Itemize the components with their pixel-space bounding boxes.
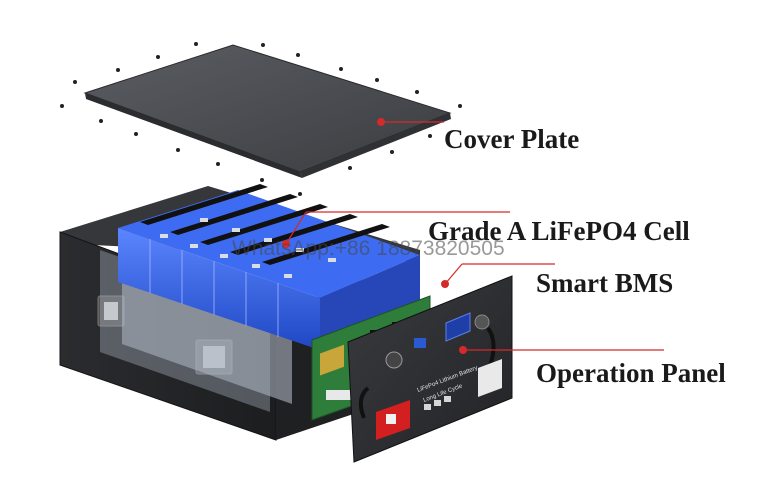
label-operation-panel: Operation Panel — [536, 358, 726, 388]
left-handle — [97, 295, 125, 327]
watermark-text: WhatsApp:+86 18873820505 — [232, 237, 505, 260]
ethernet-ports — [424, 396, 451, 410]
switch-icon — [414, 338, 426, 348]
cover-screws — [60, 42, 462, 196]
label-smart-bms: Smart BMS — [536, 268, 674, 298]
power-button-icon — [474, 314, 490, 330]
lifepo4-cell-pack — [118, 184, 420, 350]
label-lifepo4-cell: Grade A LiFePO4 Cell — [428, 216, 690, 246]
lcd-display — [445, 312, 471, 342]
red-terminal-left — [376, 400, 410, 440]
operation-panel: LiFePo4 Lithium Battery Long Life Cycle — [347, 275, 513, 463]
red-terminal-right — [478, 359, 502, 397]
leader-lines — [282, 118, 664, 354]
label-cover-plate: Cover Plate — [444, 124, 580, 154]
connector-icon — [385, 351, 403, 369]
cover-plate — [83, 44, 452, 178]
